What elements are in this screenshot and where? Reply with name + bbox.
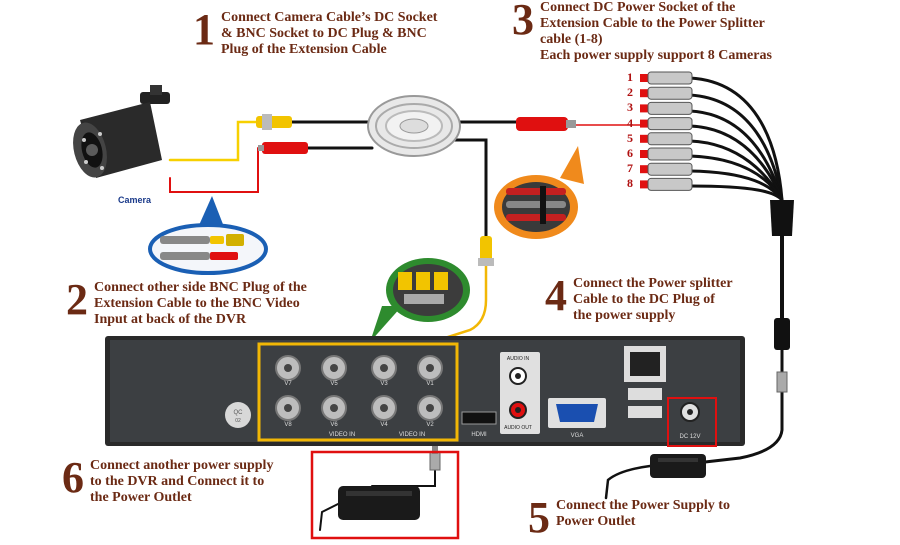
bnc-port-label: V8 (284, 422, 292, 428)
splitter-number: 1 (627, 70, 633, 84)
dc-socket-connector (516, 117, 576, 131)
splitter-number: 7 (627, 161, 633, 176)
step-4: 4 Connect the Power splitter Cable to th… (545, 271, 733, 324)
qc-sticker (225, 402, 251, 428)
splitter-plug (647, 132, 693, 146)
step-4-number: 4 (545, 271, 567, 320)
splitter-plug (647, 71, 693, 85)
splitter-plug-tip (640, 104, 648, 113)
dc-highlight-box (667, 397, 717, 447)
splitter-number: 8 (627, 176, 633, 191)
bnc-input-zoom (370, 258, 470, 342)
lan-port (624, 346, 666, 382)
step-5-text: Connect the Power Supply to Power Outlet (556, 498, 730, 529)
splitter-plug (647, 117, 693, 131)
bnc-port-pin (284, 364, 292, 372)
bnc-port-label: V2 (426, 422, 434, 428)
step-2-number: 2 (66, 275, 88, 324)
splitter-number: 5 (627, 130, 633, 145)
step-1-text: Connect Camera Cable’s DC Socket & BNC S… (221, 10, 438, 57)
splitter-plug (647, 101, 693, 115)
bnc-highlight-box (257, 342, 459, 442)
dc-12v-label: DC 12V (679, 434, 700, 440)
bnc-port-label: V1 (426, 381, 434, 387)
step-3-number: 3 (512, 0, 534, 44)
splitter-plug-tip (640, 74, 648, 82)
vga-port (548, 398, 606, 428)
qc-label: QC (234, 410, 244, 416)
bnc-port-pin (330, 404, 338, 412)
step-2-text: Connect other side BNC Plug of the Exten… (94, 280, 307, 327)
audio-in-label: AUDIO IN (507, 356, 530, 362)
splitter-number: 2 (627, 85, 633, 100)
bnc-port-label: V5 (330, 381, 338, 387)
hdmi-port (461, 411, 497, 425)
bnc-port-label: V7 (284, 381, 292, 387)
splitter-plug-tip (640, 165, 648, 174)
splitter-plug (647, 177, 693, 191)
dc-socket-zoom (494, 146, 584, 239)
power-splitter-plugs (640, 71, 693, 191)
qc-code: 02 (235, 418, 241, 424)
dc-plug-connector (258, 142, 308, 154)
power-supply-5 (650, 454, 706, 478)
power-splitter-body (770, 200, 794, 393)
bnc-port-pin (284, 404, 292, 412)
bnc-port-pin (380, 364, 388, 372)
splitter-plug (647, 162, 693, 176)
bnc-port-label: V6 (330, 422, 338, 428)
step-1: 1 Connect Camera Cable’s DC Socket & BNC… (193, 5, 438, 58)
step-4-text: Connect the Power splitter Cable to the … (573, 276, 733, 323)
step-6-number: 6 (62, 453, 84, 502)
dc-12v-port (680, 402, 700, 422)
step-3: 3 Connect DC Power Socket of the Extensi… (512, 0, 772, 64)
video-in-label-right: VIDEO IN (399, 432, 425, 438)
step-3-text: Connect DC Power Socket of the Extension… (540, 0, 772, 63)
splitter-number: 6 (627, 146, 633, 160)
bnc-port-pin (426, 404, 434, 412)
camera-connectors-zoom (148, 196, 268, 275)
step-5: 5 Connect the Power Supply to Power Outl… (528, 493, 730, 542)
bnc-plug-to-dvr (478, 236, 494, 266)
power-supply-6 (338, 446, 441, 520)
step-6: 6 Connect another power supply to the DV… (62, 453, 274, 506)
step-2: 2 Connect other side BNC Plug of the Ext… (66, 275, 307, 328)
psu-6-highlight-box (310, 450, 460, 540)
splitter-plug-tip (640, 150, 648, 158)
splitter-number: 4 (627, 115, 633, 130)
vga-label: VGA (571, 433, 584, 439)
bnc-port-pin (330, 364, 338, 372)
bnc-port-pin (426, 364, 434, 372)
video-in-label-left: VIDEO IN (329, 432, 355, 438)
hdmi-label: HDMI (471, 432, 487, 438)
usb-ports (628, 388, 662, 418)
bnc-plug-connector (256, 114, 292, 130)
splitter-plug-tip (640, 180, 648, 189)
bnc-port-pin (380, 404, 388, 412)
splitter-plug (647, 86, 693, 100)
splitter-plug (647, 147, 693, 161)
step-6-text: Connect another power supply to the DVR … (90, 458, 274, 505)
camera-label: Camera (118, 195, 152, 205)
camera-illustration (73, 85, 170, 178)
audio-out-label: AUDIO OUT (504, 425, 532, 431)
step-5-number: 5 (528, 493, 550, 542)
bnc-port-label: V3 (380, 381, 388, 387)
splitter-plug-tip (640, 89, 648, 98)
splitter-plug-tip (640, 119, 648, 128)
bnc-port-label: V4 (380, 422, 388, 428)
splitter-number: 3 (627, 100, 633, 115)
audio-ports (500, 352, 540, 434)
splitter-plug-tip (640, 134, 648, 143)
step-1-number: 1 (193, 5, 215, 54)
cable-coil (367, 95, 461, 157)
